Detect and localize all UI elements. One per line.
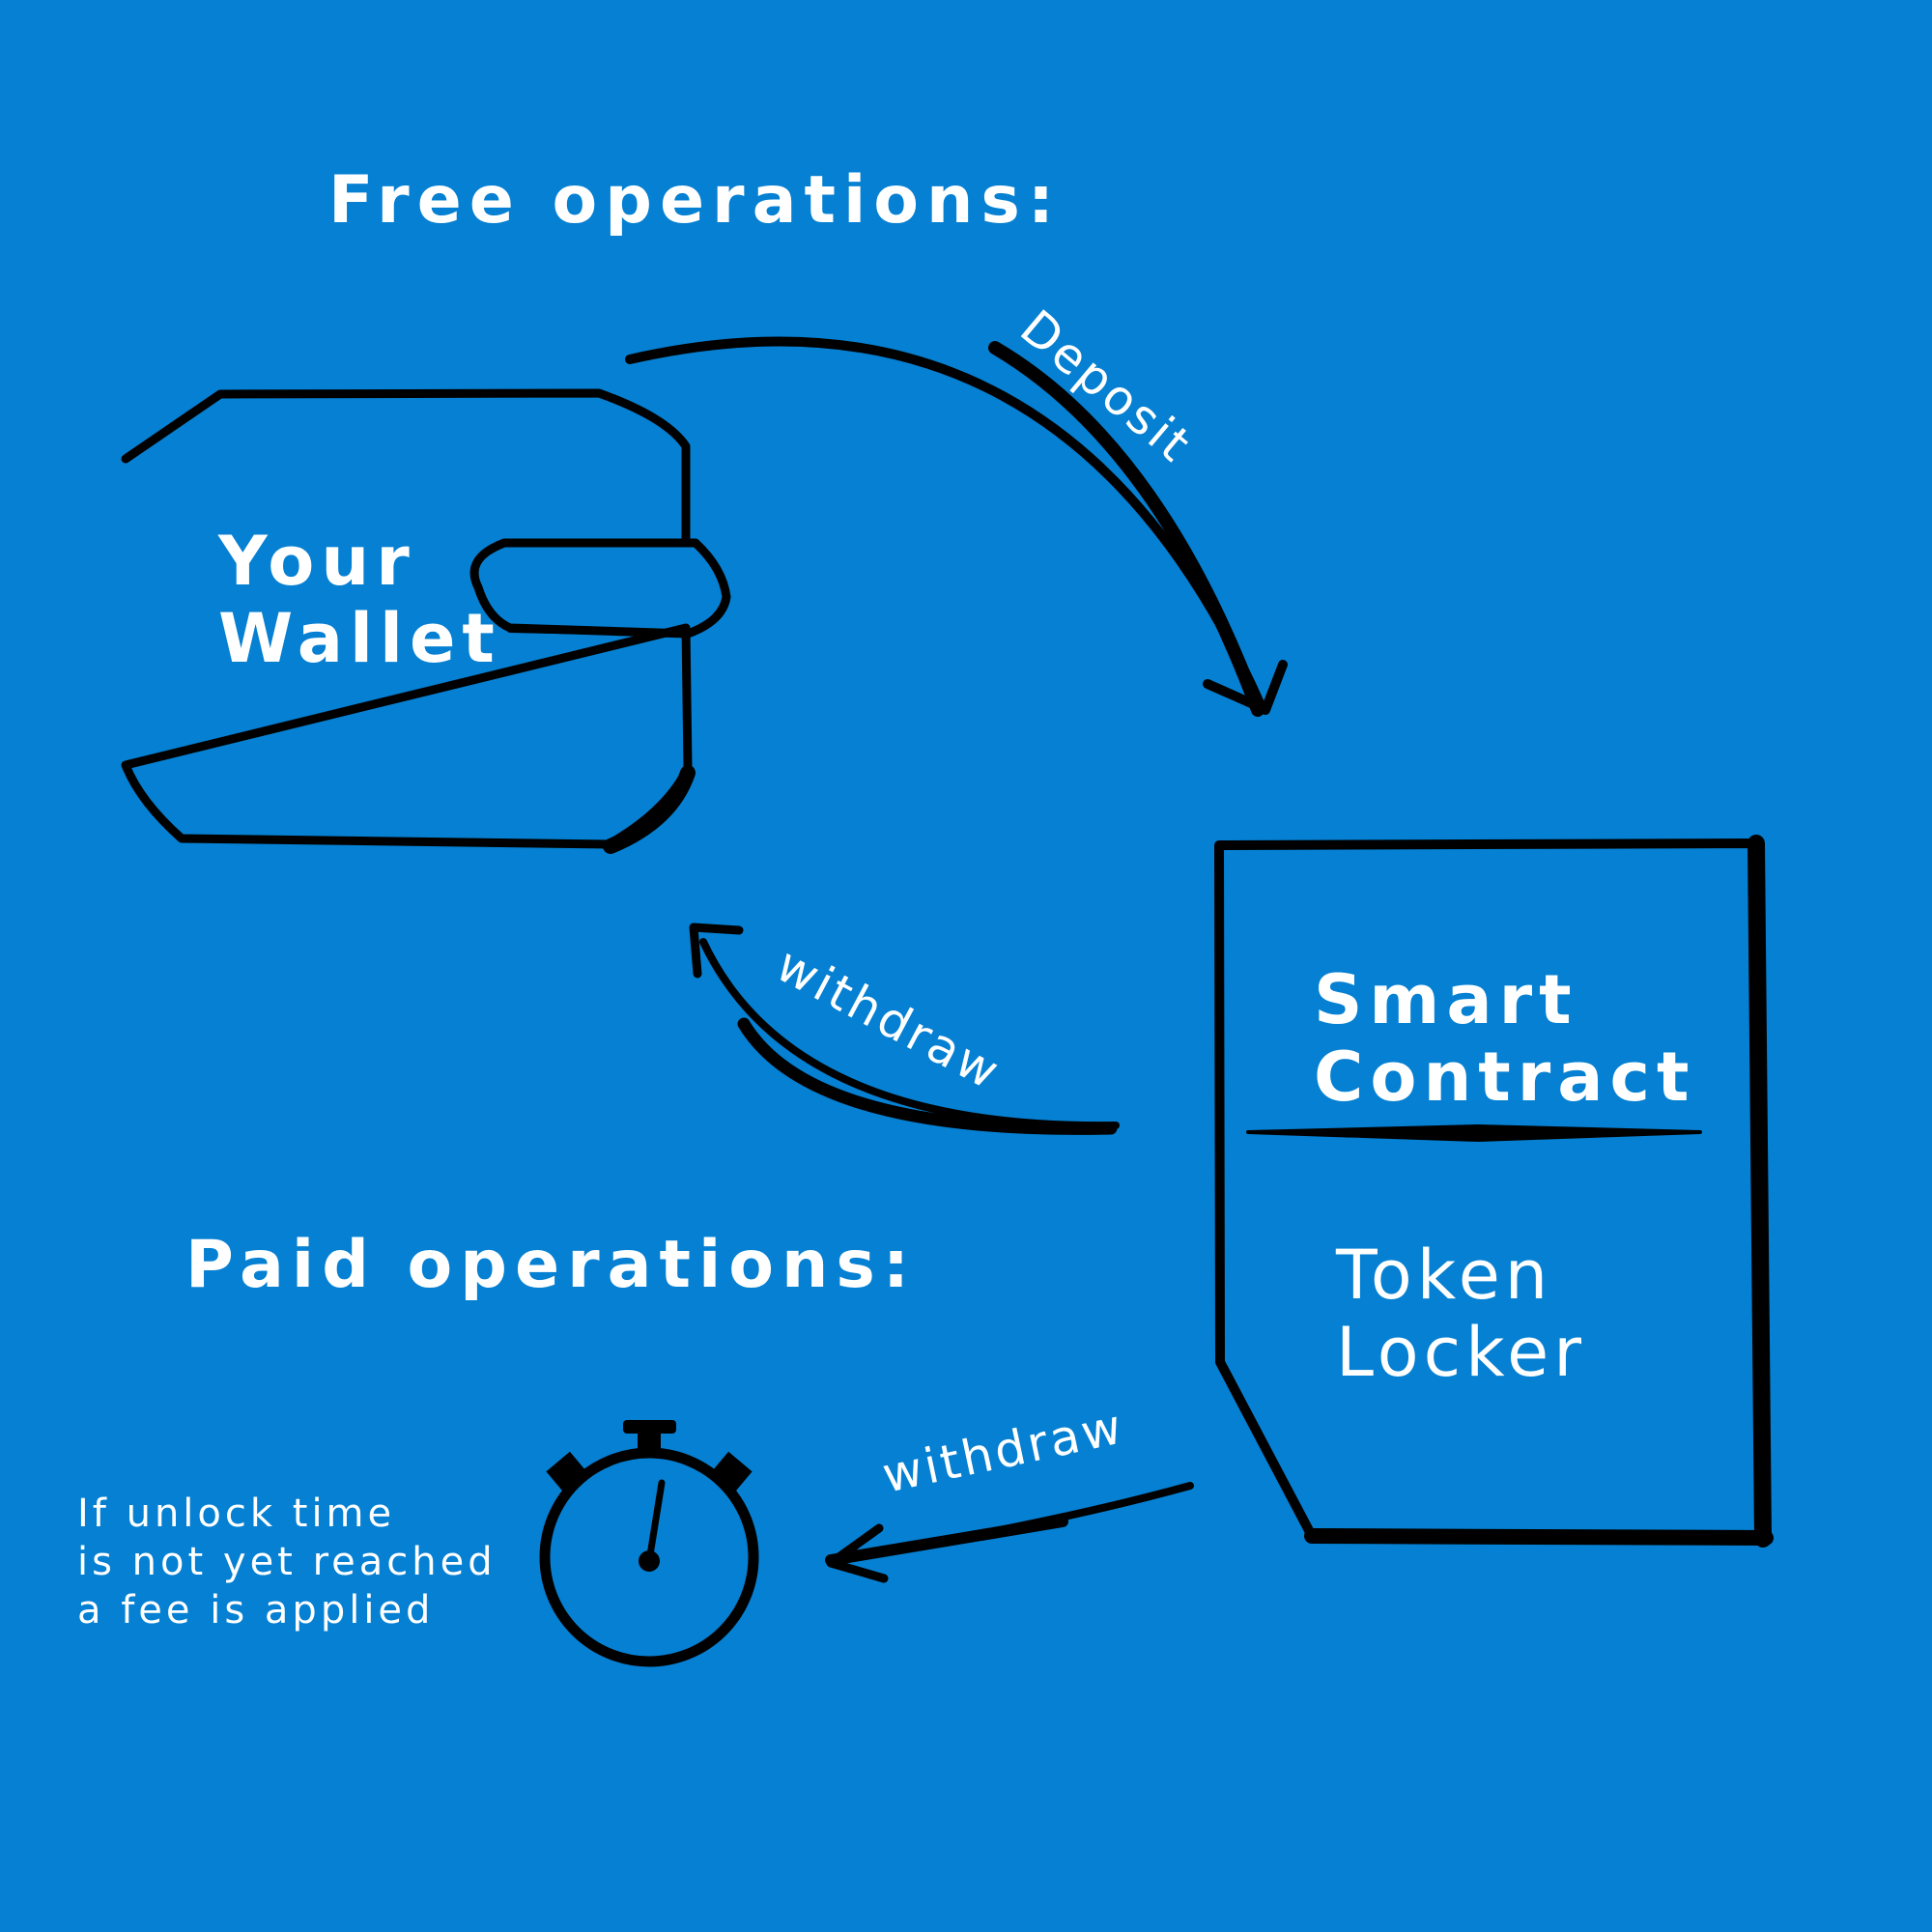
deposit-arrow: [625, 336, 1288, 717]
fee-note-line1: If unlock time: [77, 1492, 396, 1536]
contract-name: Token Locker: [1336, 1236, 1586, 1391]
contract-name-line1: Token: [1336, 1236, 1553, 1315]
document-icon: [1214, 835, 1774, 1548]
withdraw-paid-arrow: [825, 1482, 1194, 1583]
contract-title: Smart Contract: [1314, 961, 1695, 1116]
contract-name-line2: Locker: [1336, 1313, 1586, 1392]
free-operations-heading: Free operations:: [328, 162, 1063, 239]
wallet-label: Your Wallet: [218, 523, 501, 677]
withdraw-paid-label: withdraw: [877, 1398, 1128, 1504]
paid-operations-heading: Paid operations:: [185, 1227, 918, 1303]
contract-title-line1: Smart: [1314, 960, 1578, 1039]
fee-note-line3: a fee is applied: [77, 1588, 435, 1633]
stopwatch-icon: [539, 1420, 759, 1667]
wallet-label-line2: Wallet: [218, 599, 501, 678]
withdraw-free-arrow: [689, 923, 1120, 1135]
wallet-icon: [121, 388, 731, 854]
wallet-label-line1: Your: [218, 522, 416, 601]
fee-note-line2: is not yet reached: [77, 1540, 497, 1584]
contract-title-line2: Contract: [1314, 1037, 1696, 1117]
fee-note: If unlock time is not yet reached a fee …: [77, 1490, 497, 1634]
